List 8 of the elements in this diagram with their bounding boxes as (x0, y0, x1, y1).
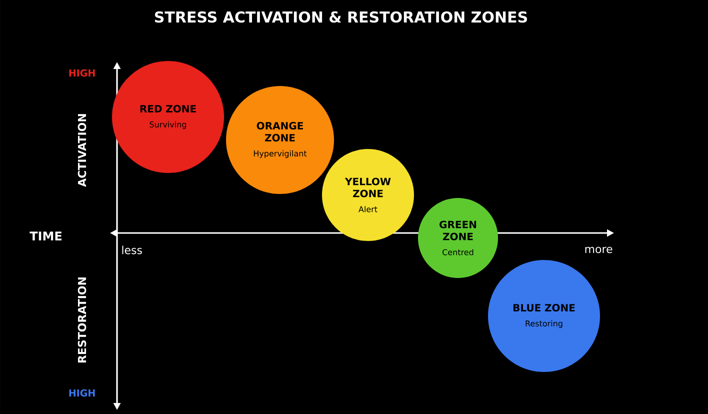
axis-label: ACTIVATION (78, 114, 86, 187)
axis-label: RESTORATION (78, 277, 86, 362)
level-label: HIGH (69, 389, 95, 397)
axis-label: TIME (30, 232, 62, 240)
title: STRESS ACTIVATION & RESTORATION ZONES (154, 11, 527, 23)
level-label: HIGH (69, 69, 95, 77)
axis-label: less (122, 246, 142, 254)
axis-label: more (585, 246, 612, 254)
